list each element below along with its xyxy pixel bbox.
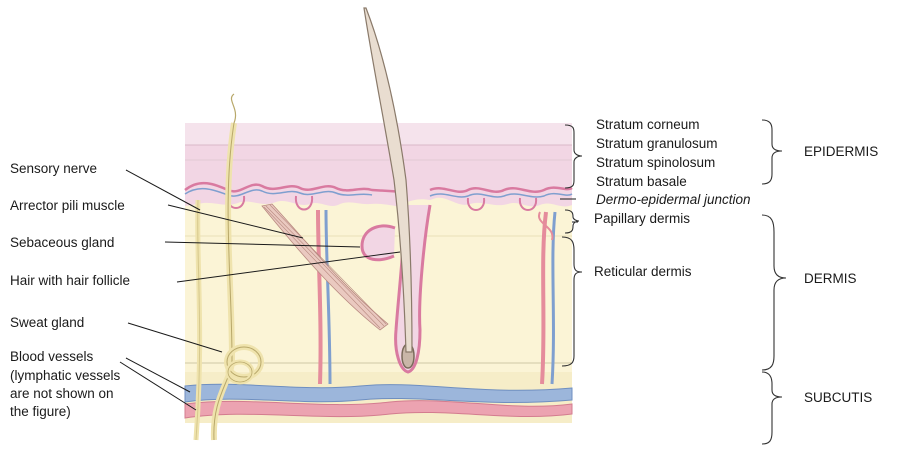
- label-sweat: Sweat gland: [10, 315, 84, 330]
- label-stratum-basale: Stratum basale: [596, 174, 687, 189]
- label-dermis: DERMIS: [804, 271, 857, 286]
- label-stratum-granulosum: Stratum granulosum: [596, 136, 718, 151]
- epidermis-layer: [185, 145, 572, 208]
- label-blood-note-3: the figure): [10, 404, 71, 419]
- brace-subcutis: [762, 372, 782, 444]
- brace-epidermis: [762, 120, 782, 184]
- label-arrector-pili: Arrector pili muscle: [10, 198, 125, 213]
- label-stratum-spinolosum: Stratum spinolosum: [596, 155, 715, 170]
- label-stratum-corneum: Stratum corneum: [596, 117, 700, 132]
- label-sensory-nerve: Sensory nerve: [10, 161, 97, 176]
- label-blood-note-1: (lymphatic vessels: [10, 368, 121, 383]
- label-papillary-dermis: Papillary dermis: [594, 211, 690, 226]
- leader-blood-vein: [126, 358, 190, 392]
- label-hair: Hair with hair follicle: [10, 273, 130, 288]
- stratum-corneum-layer: [185, 123, 572, 145]
- label-reticular-dermis: Reticular dermis: [594, 264, 692, 279]
- sweat-duct-top: [231, 94, 235, 123]
- label-blood-vessels: Blood vessels: [10, 349, 94, 364]
- brace-dermis: [762, 215, 786, 370]
- label-dermo-epidermal-junction: Dermo-epidermal junction: [596, 192, 751, 207]
- label-blood-note-2: are not shown on: [10, 386, 114, 401]
- label-sebaceous: Sebaceous gland: [10, 235, 114, 250]
- label-epidermis: EPIDERMIS: [804, 144, 878, 159]
- label-subcutis: SUBCUTIS: [804, 390, 872, 405]
